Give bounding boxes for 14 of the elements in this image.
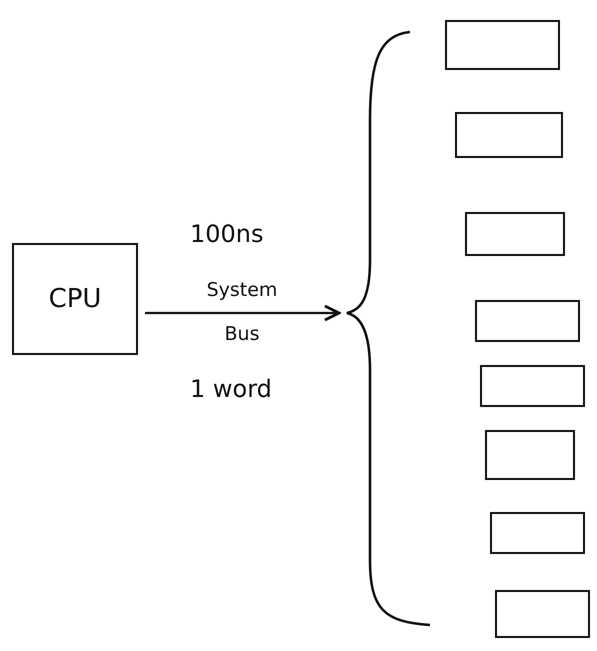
memory-module-box: [475, 300, 580, 342]
bus-annotation: 1 word: [190, 375, 272, 403]
bus-annotation: 100ns: [190, 220, 264, 248]
arrow: [145, 304, 340, 322]
memory-module-box: [495, 590, 590, 638]
memory-module-box: [485, 430, 575, 480]
memory-module-box: [455, 112, 563, 158]
curly-brace: [345, 30, 430, 626]
memory-module-box: [480, 365, 585, 407]
memory-module-box: [490, 512, 585, 554]
processor-box: CPU: [12, 243, 138, 355]
edge-label: System Bus: [206, 278, 278, 347]
memory-module-box: [445, 20, 560, 70]
memory-module-box: [465, 212, 565, 256]
